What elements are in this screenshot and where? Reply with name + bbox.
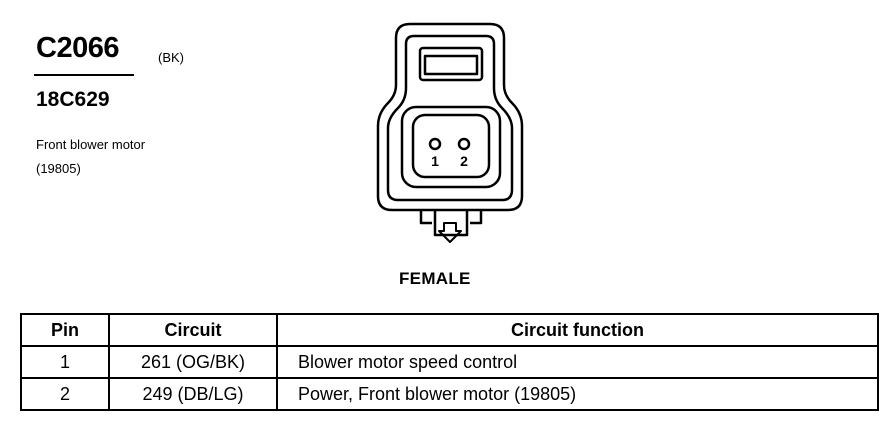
column-header-pin: Pin: [20, 313, 110, 347]
cell-circuit-function: Blower motor speed control: [276, 345, 879, 379]
cell-pin: 1: [20, 345, 110, 379]
connector-color-code: (BK): [158, 50, 184, 65]
keyway-notch: [419, 210, 483, 225]
cell-pin: 2: [20, 377, 110, 411]
keyway-slot: [433, 210, 469, 237]
connector-outer-shell: [376, 22, 524, 212]
locking-tab-slot: [423, 54, 479, 76]
terminal-cavity-inner: [411, 113, 491, 179]
connector-gender-label: FEMALE: [399, 269, 471, 288]
connector-face-diagram: 1 2: [376, 22, 524, 243]
connector-description: Front blower motor: [36, 137, 146, 152]
cell-circuit: 261 (OG/BK): [108, 345, 278, 379]
pinout-table: Pin Circuit Circuit function 1 261 (OG/B…: [20, 313, 879, 411]
column-header-circuit: Circuit: [108, 313, 278, 347]
pin-1-socket: [428, 137, 442, 151]
connector-id: C2066: [36, 32, 119, 64]
table-header-row: Pin Circuit Circuit function: [20, 313, 879, 347]
table-row: 2 249 (DB/LG) Power, Front blower motor …: [20, 377, 879, 411]
cell-circuit: 249 (DB/LG): [108, 377, 278, 411]
title-underline: [34, 74, 134, 76]
pin-label-1: 1: [431, 153, 439, 169]
part-number: 18C629: [36, 88, 110, 111]
cell-circuit-function: Power, Front blower motor (19805): [276, 377, 879, 411]
locking-tab: [418, 46, 484, 82]
pin-2-socket: [457, 137, 471, 151]
column-header-circuit-function: Circuit function: [276, 313, 879, 347]
connector-inner-shell: [386, 34, 514, 202]
table-row: 1 261 (OG/BK) Blower motor speed control: [20, 345, 879, 379]
arrow-down-icon: [438, 222, 462, 243]
connector-description-code: (19805): [36, 161, 81, 176]
terminal-cavity-outer: [400, 105, 502, 189]
pin-label-2: 2: [460, 153, 468, 169]
